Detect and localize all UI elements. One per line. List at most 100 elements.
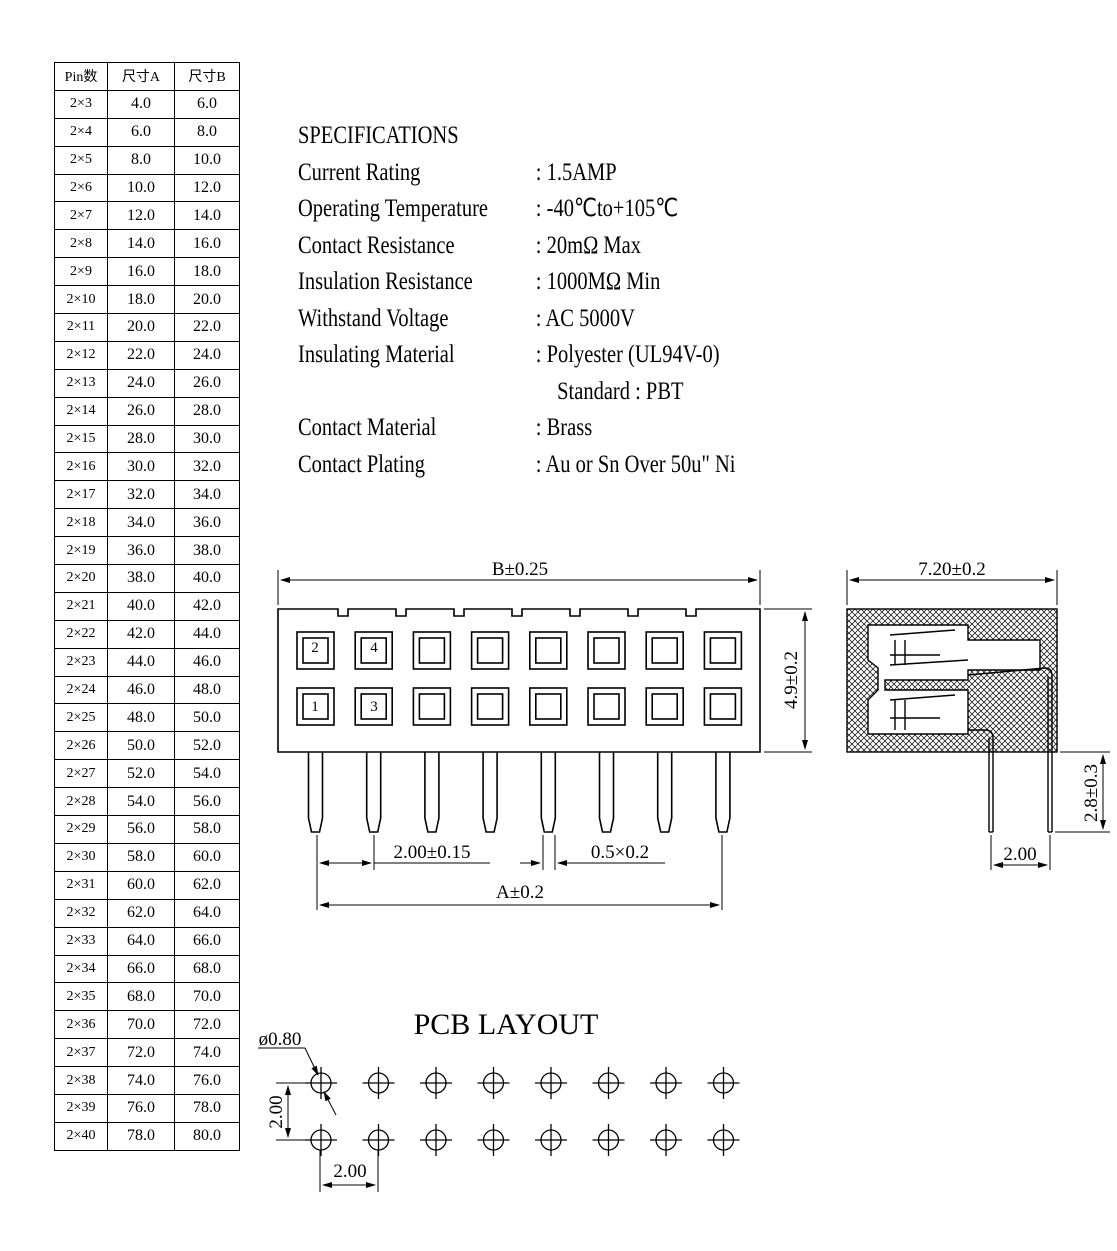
cavity-outer: [703, 687, 743, 726]
size-b-cell: 60.0: [174, 842, 240, 872]
size-b-cell: 18.0: [174, 257, 240, 287]
size-b-cell: 20.0: [174, 285, 240, 315]
side-pin-upper: [967, 667, 1053, 832]
cavity-inner: [651, 693, 679, 720]
pcb-layout-title: PCB LAYOUT: [414, 1008, 599, 1041]
dim-b-label: B±0.25: [492, 559, 548, 580]
size-a-cell: 14.0: [107, 229, 175, 259]
pin-count-cell: 2×7: [54, 201, 108, 231]
size-b-cell: 40.0: [174, 564, 240, 593]
pin-count-cell: 2×5: [54, 145, 108, 175]
dim-a-label: A±0.2: [496, 882, 544, 903]
pin-leg: [540, 752, 557, 833]
spec-row: Operating Temperature : -40℃to+105℃: [298, 191, 735, 228]
pin-count-cell: 2×16: [54, 452, 108, 482]
cavity-outer: [354, 631, 394, 670]
cavity-inner: [593, 693, 620, 720]
size-b-cell: 26.0: [174, 368, 240, 398]
specifications-block: SPECIFICATIONS Current Rating: 1.5AMP Op…: [298, 118, 735, 483]
cavity-outer: [528, 687, 568, 726]
size-a-cell: 60.0: [107, 870, 175, 900]
pin-count-cell: 2×19: [54, 536, 108, 566]
cavity-number-labels: 2 4 1 3: [311, 640, 378, 715]
size-b-cell: 68.0: [174, 954, 240, 984]
spec-value: Standard : PBT: [557, 377, 684, 405]
side-view: [846, 608, 1058, 833]
pcb-dim-h-label: 2.00: [333, 1161, 366, 1182]
size-b-cell: 74.0: [174, 1038, 240, 1068]
size-a-cell: 54.0: [107, 787, 175, 817]
cavity-outer: [470, 631, 510, 670]
pin-count-cell: 2×11: [54, 313, 108, 342]
pin-count-cell: 2×15: [54, 424, 108, 454]
size-b-cell: 6.0: [174, 89, 240, 119]
size-b-cell: 72.0: [174, 1010, 240, 1040]
size-a-cell: 70.0: [107, 1010, 175, 1040]
table-header-row: Pin数 尺寸A 尺寸B: [54, 62, 240, 91]
spec-key: Contact Resistance: [298, 231, 455, 259]
spec-value: : Au or Sn Over 50u" Ni: [535, 450, 736, 478]
size-a-cell: 72.0: [107, 1038, 175, 1068]
spec-key: Contact Material: [298, 414, 437, 441]
size-b-cell: 8.0: [174, 117, 240, 147]
pcb-hole-grid: [305, 1067, 740, 1156]
size-b-cell: 12.0: [174, 173, 240, 203]
spec-value: : AC 5000V: [535, 304, 635, 332]
spec-row: Contact Resistance: 20mΩ Max: [298, 228, 735, 265]
pin-count-cell: 2×27: [54, 759, 108, 789]
spec-row: Standard : PBT: [298, 374, 735, 411]
spec-row: Contact Plating : Au or Sn Over 50u" Ni: [298, 447, 735, 484]
size-b-cell: 54.0: [174, 759, 240, 789]
pin-leg: [365, 752, 382, 833]
spec-value: : -40℃to+105℃: [535, 195, 679, 222]
spec-key: Insulation Resistance: [298, 268, 473, 295]
header-size-a: 尺寸A: [107, 62, 175, 91]
cavity-outer: [528, 631, 568, 670]
cavity-outer: [587, 687, 626, 726]
housing-outline: [277, 608, 761, 753]
pin-leg: [307, 752, 324, 833]
pin-count-cell: 2×23: [54, 647, 108, 677]
dim-height-label: 4.9±0.2: [781, 651, 802, 709]
spec-key: Operating Temperature: [298, 195, 489, 222]
pin-count-cell: 2×3: [54, 89, 108, 119]
spec-row: Insulating Material: Polyester (UL94V-0): [298, 337, 735, 374]
spec-key: Withstand Voltage: [298, 304, 449, 332]
spec-key: Contact Plating: [298, 450, 425, 478]
size-a-cell: 58.0: [107, 842, 175, 872]
pin-leg: [424, 752, 440, 833]
size-a-cell: 18.0: [107, 285, 175, 315]
size-a-cell: 76.0: [107, 1093, 175, 1123]
side-pin-lower: [968, 729, 994, 832]
cavity-outer: [645, 687, 685, 726]
cavity-outer: [470, 687, 510, 726]
size-b-cell: 70.0: [174, 982, 240, 1012]
cavity-inner: [418, 637, 446, 664]
size-a-cell: 40.0: [107, 591, 175, 621]
header-pin-count: Pin数: [54, 62, 108, 91]
size-b-cell: 64.0: [174, 898, 240, 928]
size-b-cell: 50.0: [174, 703, 240, 733]
side-dimensions: [846, 570, 1110, 870]
spec-row: Withstand Voltage : AC 5000V: [298, 301, 735, 338]
spec-value: : Polyester (UL94V-0): [535, 341, 720, 368]
size-b-cell: 80.0: [174, 1121, 240, 1151]
pin-number-label: 2: [311, 640, 319, 656]
cavity-inner: [709, 693, 737, 720]
pin-leg: [656, 752, 673, 833]
pin-count-cell: 2×38: [54, 1066, 108, 1095]
